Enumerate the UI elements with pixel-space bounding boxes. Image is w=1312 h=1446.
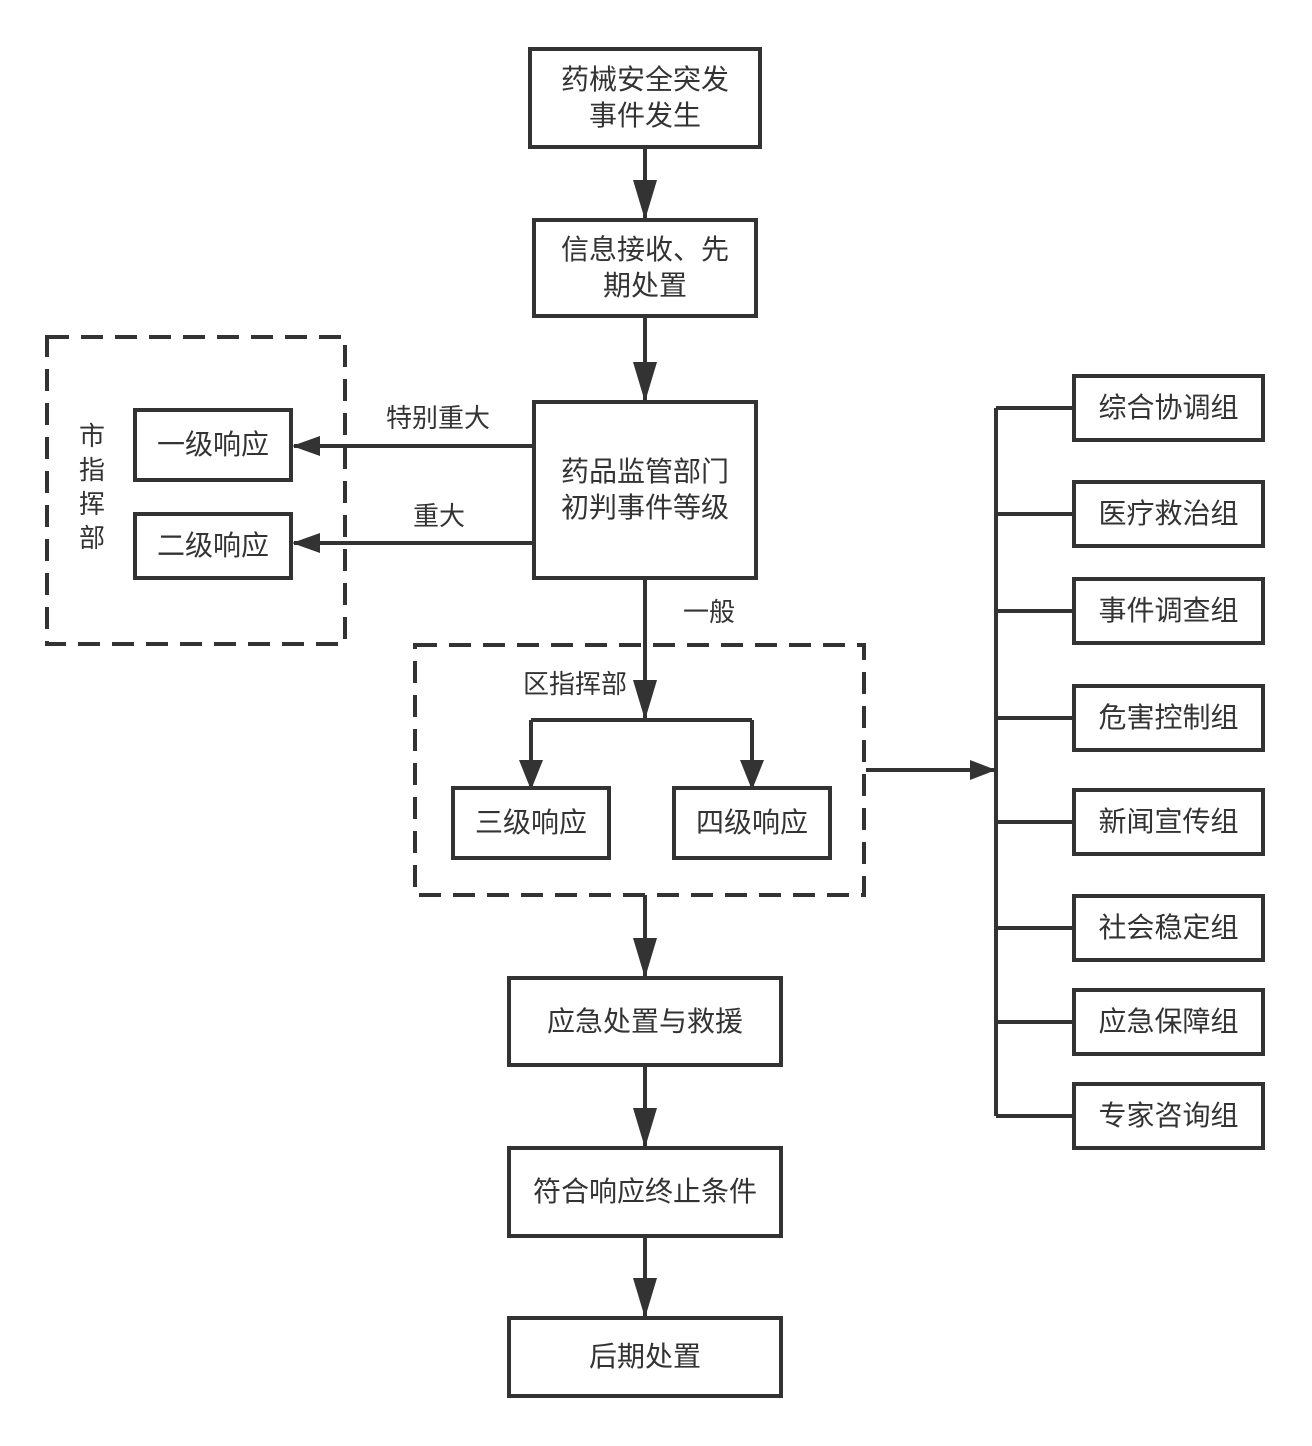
arrowhead-icon — [519, 760, 543, 790]
initial-judgment-box: 药品监管部门初判事件等级 — [532, 400, 758, 580]
edge-label-especially-major: 特别重大 — [386, 404, 491, 434]
group-box: 危害控制组 — [1072, 684, 1265, 752]
event-occurs-box: 药械安全突发事件发生 — [528, 47, 762, 149]
arrowhead-icon — [633, 362, 657, 402]
group-label: 事件调查组 — [1098, 594, 1239, 627]
box-text-line: 期处置 — [602, 269, 687, 302]
level3-response-box: 三级响应 — [451, 786, 611, 860]
level4-response-box: 四级响应 — [672, 786, 832, 860]
box-text: 三级响应 — [474, 806, 587, 839]
district-command-group — [413, 643, 866, 897]
level1-response-box: 一级响应 — [133, 408, 293, 482]
aftermath-box: 后期处置 — [507, 1316, 783, 1398]
arrowhead-icon — [970, 760, 996, 780]
level2-response-box: 二级响应 — [133, 512, 293, 580]
arrowhead-icon — [633, 938, 657, 978]
group-box: 应急保障组 — [1072, 988, 1265, 1056]
group-label: 社会稳定组 — [1098, 911, 1239, 944]
group-label: 专家咨询组 — [1098, 1099, 1239, 1132]
box-text-line: 事件发生 — [588, 99, 701, 132]
box-text: 四级响应 — [695, 806, 808, 839]
box-text: 二级响应 — [156, 529, 269, 562]
info-receive-box: 信息接收、先期处置 — [532, 218, 758, 318]
box-text-line: 信息接收、先 — [560, 233, 729, 266]
arrowhead-icon — [633, 1278, 657, 1318]
box-text-line: 药品监管部门 — [560, 455, 729, 488]
city-command-group — [45, 335, 347, 646]
arrowhead-icon — [633, 680, 657, 720]
box-text: 应急处置与救援 — [546, 1004, 743, 1038]
group-box: 综合协调组 — [1072, 374, 1265, 442]
group-label: 医疗救治组 — [1098, 497, 1239, 530]
group-box: 社会稳定组 — [1072, 894, 1265, 962]
group-label: 危害控制组 — [1098, 701, 1239, 734]
edge-label-general: 一般 — [683, 598, 736, 628]
arrowhead-icon — [292, 533, 320, 553]
box-text-line: 初判事件等级 — [560, 491, 729, 524]
box-text: 符合响应终止条件 — [532, 1175, 757, 1208]
group-box: 事件调查组 — [1072, 577, 1265, 645]
box-text: 后期处置 — [588, 1340, 701, 1373]
group-box: 专家咨询组 — [1072, 1082, 1265, 1150]
termination-box: 符合响应终止条件 — [507, 1146, 783, 1238]
arrowhead-icon — [292, 436, 320, 456]
arrowhead-icon — [740, 760, 764, 790]
group-label: 综合协调组 — [1098, 391, 1239, 424]
emergency-rescue-box: 应急处置与救援 — [507, 976, 783, 1067]
city-command-label: 市指挥部 — [78, 422, 105, 554]
box-text-line: 药械安全突发 — [560, 63, 729, 96]
group-box: 医疗救治组 — [1072, 480, 1265, 548]
arrowhead-icon — [633, 1108, 657, 1148]
edge-label-major: 重大 — [413, 502, 466, 532]
group-label: 应急保障组 — [1098, 1005, 1239, 1038]
group-box: 新闻宣传组 — [1072, 788, 1265, 856]
group-label: 新闻宣传组 — [1098, 805, 1239, 838]
arrowhead-icon — [633, 180, 657, 220]
box-text: 一级响应 — [156, 428, 269, 461]
district-command-label: 区指挥部 — [523, 670, 628, 700]
